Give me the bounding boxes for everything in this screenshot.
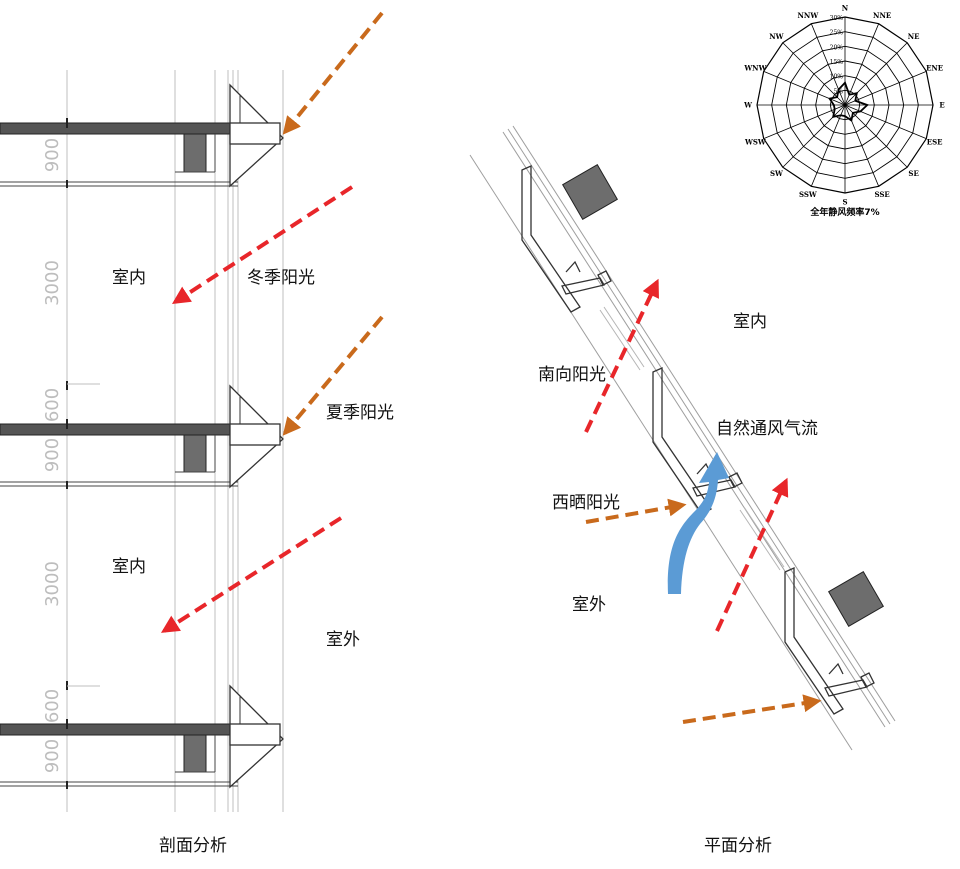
ventilation-arrow (667, 452, 729, 594)
wind-rose-spoke (844, 104, 927, 140)
plan-drawing: 室内 南向阳光 自然通风气流 西晒阳光 室外 平面分析 (469, 125, 896, 856)
south-sun-arrow-1 (584, 278, 659, 433)
wind-rose-spoke (844, 70, 927, 106)
section-caption: 剖面分析 (159, 836, 227, 856)
plan-unit-1 (521, 164, 612, 313)
wind-rose-ring-label: 20% (830, 44, 844, 51)
plan-unit-2 (652, 366, 743, 515)
wind-rose-ring-label: 10% (830, 74, 844, 81)
dim-3000-2: 3000 (42, 561, 63, 607)
floor-slab-3 (0, 681, 284, 789)
dim-3000-1: 3000 (42, 260, 63, 306)
wind-rose: 5%10%15%20%25%30%NNNENEENEEESESESSESSSWS… (743, 4, 945, 219)
wind-rose-direction-label: W (743, 101, 752, 110)
wind-rose-frequency (828, 81, 869, 122)
wind-rose-direction-label: NE (908, 32, 920, 41)
winter-sun-arrow-1 (171, 185, 354, 304)
wind-rose-spoke (844, 42, 908, 106)
section-indoor-label-2: 室内 (112, 557, 146, 577)
dim-600-1: 600 (42, 388, 63, 422)
wind-rose-spoke (782, 104, 846, 168)
wind-rose-direction-label: ENE (926, 63, 943, 72)
ventilation-label: 自然通风气流 (716, 419, 818, 439)
plan-facade-lines (469, 125, 896, 751)
plan-column-1 (561, 163, 619, 221)
plan-outdoor-label: 室外 (572, 595, 606, 615)
wind-rose-direction-label: WSW (744, 138, 766, 147)
section-outdoor-label: 室外 (326, 630, 360, 650)
wind-rose-direction-label: WNW (743, 63, 766, 72)
wind-rose-ring-label: 25% (830, 30, 844, 37)
summer-sun-arrow-1 (282, 11, 384, 135)
wind-rose-spoke (844, 104, 880, 187)
wind-rose-spoke (763, 70, 846, 106)
wind-rose-spoke (810, 104, 846, 187)
wind-rose-ring-label: 30% (830, 15, 844, 22)
section-indoor-label-1: 室内 (112, 268, 146, 288)
wind-rose-direction-label: NNE (873, 11, 891, 20)
west-sun-arrow-2 (682, 694, 822, 724)
wind-rose-direction-label: SSE (874, 190, 889, 199)
dim-900-3: 900 (42, 739, 63, 773)
wind-rose-ring-label: 15% (830, 59, 844, 66)
wind-rose-direction-label: SE (908, 169, 918, 178)
winter-sun-label: 冬季阳光 (247, 268, 315, 288)
wind-rose-direction-label: NW (769, 32, 783, 41)
floor-slab-1 (0, 83, 284, 188)
wind-rose-direction-label: NNW (798, 11, 819, 20)
wind-rose-spoke (782, 42, 846, 106)
dim-900-2: 900 (42, 438, 63, 472)
wind-rose-spoke (810, 23, 846, 106)
wind-rose-direction-label: ESE (927, 138, 943, 147)
dim-600-2: 600 (42, 689, 63, 723)
wind-rose-direction-label: SW (770, 169, 783, 178)
wind-rose-direction-label: N (842, 4, 849, 13)
plan-caption: 平面分析 (704, 836, 772, 856)
wind-rose-spoke (763, 104, 846, 140)
plan-column-2 (827, 570, 885, 628)
plan-unit-3 (784, 566, 875, 715)
section-drawing: 900 3000 600 900 3000 600 900 室内 冬季阳光 夏季… (0, 11, 394, 856)
wind-rose-direction-label: S (842, 198, 847, 207)
floor-slab-2 (0, 381, 284, 489)
dim-900-1: 900 (42, 138, 63, 172)
wind-rose-caption: 全年静风频率7% (809, 206, 879, 218)
wind-rose-spoke (844, 104, 908, 168)
winter-sun-arrow-2 (160, 516, 343, 633)
wind-rose-direction-label: SSW (799, 190, 817, 199)
west-sun-label: 西晒阳光 (552, 493, 620, 513)
wind-rose-direction-label: E (939, 101, 944, 110)
summer-sun-label: 夏季阳光 (326, 403, 394, 423)
wind-rose-spoke (844, 23, 880, 106)
west-sun-arrow-1 (585, 498, 687, 524)
plan-indoor-label: 室内 (733, 312, 767, 332)
south-sun-arrow-2 (715, 477, 789, 632)
south-sun-label: 南向阳光 (538, 365, 606, 385)
summer-sun-arrow-2 (282, 315, 384, 436)
